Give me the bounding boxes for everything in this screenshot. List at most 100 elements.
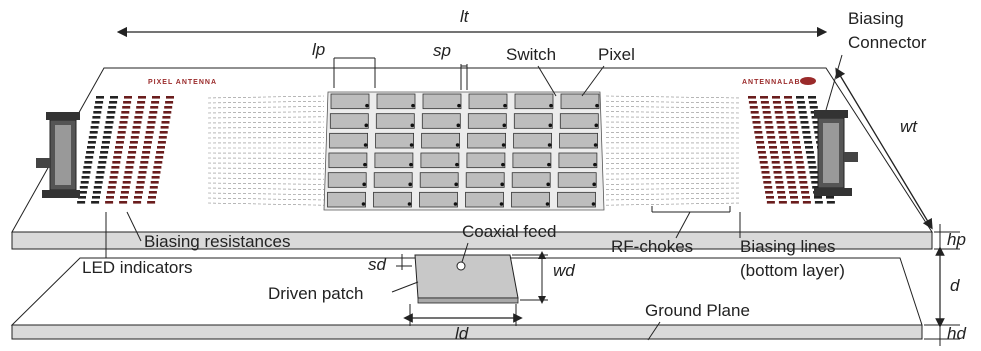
resistor — [805, 146, 813, 149]
resistor — [88, 136, 97, 139]
resistor — [123, 176, 132, 179]
resistor — [116, 136, 125, 139]
biasing-trace — [605, 116, 741, 119]
resistor — [84, 161, 93, 164]
resistor — [152, 171, 161, 174]
resistor — [125, 166, 134, 169]
resistor — [83, 166, 92, 169]
resistor — [772, 96, 780, 99]
switch-dot — [408, 182, 413, 187]
resistor — [130, 136, 139, 139]
resistor — [120, 191, 129, 194]
resistor — [122, 106, 131, 109]
resistor — [775, 181, 784, 184]
biasing-trace — [207, 111, 325, 114]
resistor — [92, 191, 101, 194]
resistor — [80, 181, 89, 184]
resistor — [156, 151, 165, 154]
driven-patch — [414, 254, 519, 304]
resistor — [93, 186, 102, 189]
resistor — [812, 121, 821, 124]
biasing-trace — [605, 95, 741, 99]
resistor — [119, 201, 128, 204]
biasing-connector-label-1: Biasing — [848, 9, 904, 28]
resistor — [151, 101, 160, 104]
resistor — [788, 121, 797, 124]
resistor — [807, 161, 816, 164]
resistor — [749, 106, 758, 109]
wt-label: wt — [900, 117, 918, 136]
resistor — [104, 126, 113, 129]
resistor — [120, 196, 128, 199]
resistor — [153, 166, 162, 169]
resistor — [814, 196, 822, 199]
driven-patch-label: Driven patch — [268, 284, 363, 303]
ground-plane-label: Ground Plane — [645, 301, 750, 320]
switch-dot — [503, 103, 507, 108]
resistor — [106, 191, 115, 194]
resistor — [96, 96, 104, 99]
resistor — [786, 111, 795, 114]
biasing-trace — [207, 100, 325, 104]
resistor — [134, 196, 142, 199]
biasing-trace — [207, 162, 325, 164]
pixel — [514, 93, 554, 110]
resistor — [781, 151, 790, 154]
resistor — [164, 106, 173, 109]
biasing-trace — [605, 121, 741, 124]
resistor — [808, 96, 816, 99]
pixel — [421, 113, 461, 129]
resistor — [157, 146, 165, 149]
resistor — [146, 126, 155, 129]
biasing-trace — [605, 111, 741, 114]
switch-dot — [549, 103, 553, 108]
pixel-grid — [323, 91, 605, 211]
resistor — [87, 146, 95, 149]
resistor — [133, 121, 142, 124]
sd-dimension — [396, 254, 412, 270]
biasing-resistances-left — [77, 96, 174, 204]
resistor — [103, 131, 112, 134]
resistor — [138, 171, 147, 174]
resistor — [93, 111, 102, 114]
resistor — [771, 161, 780, 164]
resistor — [134, 191, 143, 194]
resistor — [748, 101, 757, 104]
resistor — [787, 116, 796, 119]
pixel — [513, 132, 552, 149]
biasing-trace — [207, 116, 325, 119]
resistor — [765, 191, 774, 194]
resistor — [105, 121, 114, 124]
pixel — [512, 152, 552, 169]
resistor — [813, 126, 822, 129]
resistor — [86, 151, 95, 154]
resistor — [826, 196, 834, 199]
switch-dot — [457, 103, 461, 108]
resistor — [85, 156, 94, 159]
lp-dimension — [333, 57, 376, 88]
switch-dot — [593, 143, 598, 147]
resistor — [132, 126, 141, 129]
resistor — [160, 126, 169, 129]
resistor — [772, 166, 781, 169]
pixel — [559, 113, 599, 129]
pixel — [375, 132, 415, 149]
ld-label: ld — [455, 324, 469, 343]
resistor — [774, 176, 783, 179]
resistor — [100, 151, 109, 154]
resistor — [799, 181, 808, 184]
resistor — [766, 131, 775, 134]
resistor — [128, 151, 137, 154]
resistor — [804, 141, 813, 144]
pixel-label: Pixel — [598, 45, 635, 64]
pixel-leader — [581, 65, 605, 97]
biasing-traces-right — [605, 95, 741, 206]
resistor — [791, 136, 800, 139]
resistor — [121, 186, 130, 189]
resistor — [769, 151, 778, 154]
biasing-resistances-leader — [126, 211, 142, 242]
resistor — [778, 131, 787, 134]
resistor — [787, 181, 796, 184]
resistor — [148, 116, 157, 119]
resistor — [765, 126, 774, 129]
